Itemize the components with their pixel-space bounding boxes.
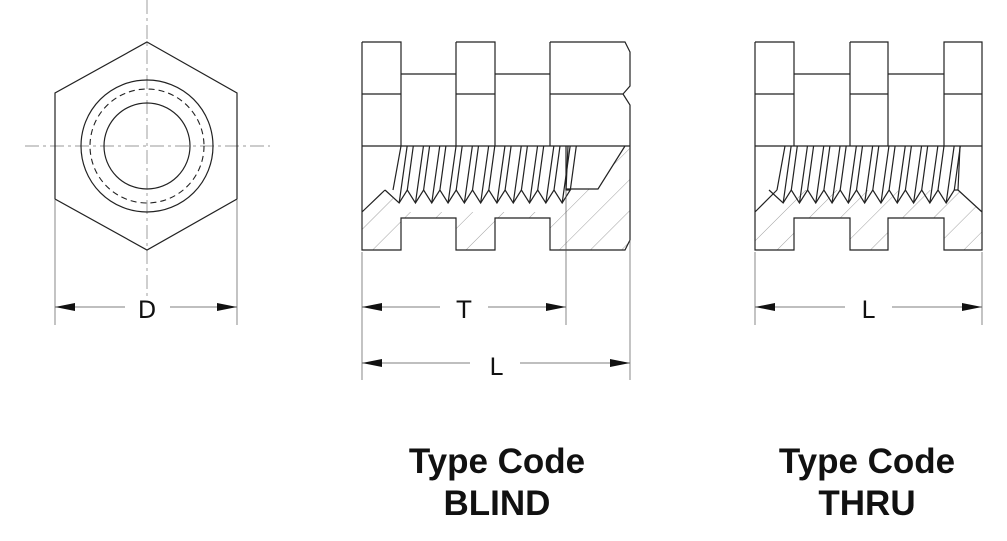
- thru-thread: [768, 145, 961, 205]
- caption-type-code: Type Code: [779, 442, 955, 481]
- caption-type-code: Type Code: [409, 442, 585, 481]
- blind-thread: [384, 145, 577, 205]
- bore-circle: [103, 102, 191, 190]
- dimension-l-label: L: [861, 296, 875, 324]
- thread-major-circle: [89, 88, 205, 204]
- caption-blind: BLIND: [444, 484, 551, 523]
- dimension-l-label: L: [489, 353, 503, 381]
- thread-helix-lines: [776, 145, 961, 204]
- outer-circle: [80, 79, 214, 213]
- blind-outline: [361, 41, 631, 251]
- blind-insert-view: T L Type Code BLIND: [361, 41, 631, 523]
- thread-helix-lines: [392, 145, 577, 204]
- hex-outline: [54, 41, 238, 251]
- hex-end-view: D: [25, 0, 270, 325]
- thru-outline: [754, 41, 983, 251]
- dimension-d-label: D: [138, 296, 156, 324]
- thru-insert-view: L Type Code THRU: [754, 41, 983, 523]
- dimension-t-label: T: [456, 296, 472, 324]
- caption-thru: THRU: [818, 484, 915, 523]
